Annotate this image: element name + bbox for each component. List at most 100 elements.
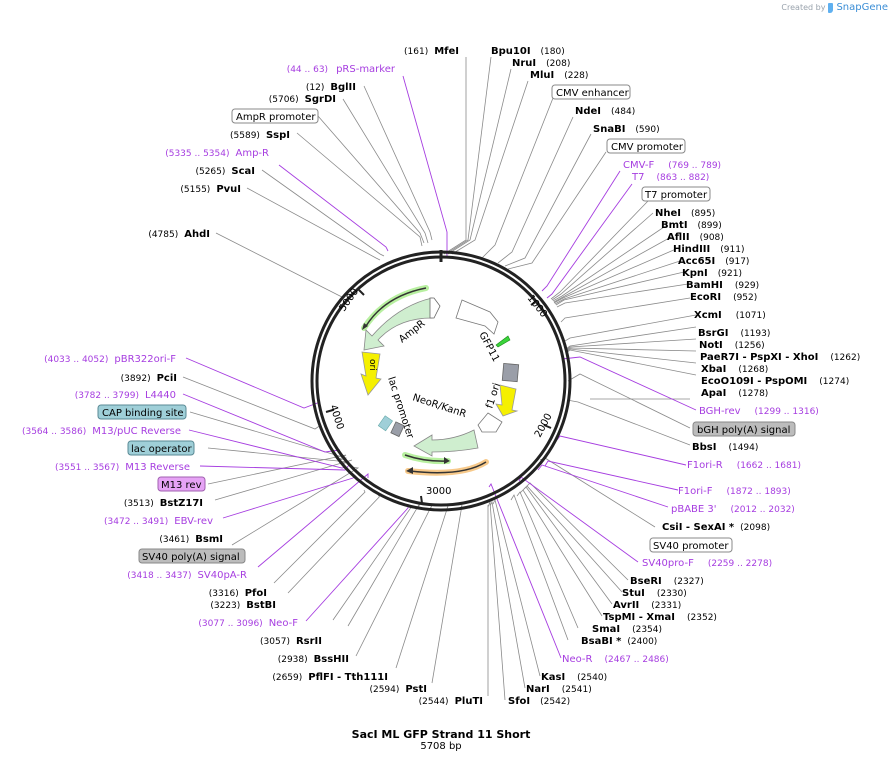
snapgene-credit: Created by SnapGene [781,2,888,13]
svg-text:MluI(228): MluI(228) [530,70,588,81]
svg-text:NheI(895): NheI(895) [655,208,715,219]
svg-text:HindIII(911): HindIII(911) [673,244,744,255]
feature-cmv-promoter: CMV promoter [606,138,686,154]
svg-text:(3057)RsrII: (3057)RsrII [260,636,322,647]
backbone-ring [310,250,572,512]
svg-text:(5335 .. 5354)Amp-R: (5335 .. 5354)Amp-R [165,148,269,159]
svg-text:NruI(208): NruI(208) [512,58,570,69]
svg-text:Bpu10I(180): Bpu10I(180) [491,46,565,57]
svg-text:SV40pro-F(2259 .. 2278): SV40pro-F(2259 .. 2278) [642,558,772,569]
enzyme-labels-left: (12)BglII (5706)SgrDI (5589)SspI (5265)S… [121,82,483,707]
svg-text:SfoI(2542): SfoI(2542) [508,696,570,707]
svg-text:BbsI(1494): BbsI(1494) [692,442,758,453]
svg-text:StuI(2330): StuI(2330) [622,588,687,599]
svg-text:(3513)BstZ17I: (3513)BstZ17I [124,498,203,509]
svg-text:BsrGI(1193): BsrGI(1193) [698,328,770,339]
svg-text:SmaI(2354): SmaI(2354) [592,624,662,635]
svg-text:T7(863 .. 882): T7(863 .. 882) [631,172,709,183]
tick-4000: 4000 [327,404,345,432]
feature-sv40-polya: SV40 poly(A) signal [138,548,246,564]
svg-text:AmpR promoter: AmpR promoter [236,112,316,123]
plasmid-length: 5708 bp [420,741,462,752]
svg-text:CAP binding site: CAP binding site [102,408,184,419]
feature-cmv-enhancer: CMV enhancer [551,84,631,100]
svg-text:NarI(2541): NarI(2541) [526,684,592,695]
snapgene-logo-icon [828,2,834,13]
svg-text:ApaI(1278): ApaI(1278) [701,388,768,399]
feature-bgh-polya: bGH poly(A) signal [692,421,796,437]
ampr-arrow [363,297,433,351]
svg-text:F1ori-F(1872 .. 1893): F1ori-F(1872 .. 1893) [678,486,791,497]
svg-text:(3892)PciI: (3892)PciI [121,373,177,384]
svg-text:(2659)PflFI - Tth111I: (2659)PflFI - Tth111I [272,672,388,683]
svg-text:EcoO109I - PspOMI(1274): EcoO109I - PspOMI(1274) [701,376,849,387]
svg-text:BseRI(2327): BseRI(2327) [630,576,704,587]
svg-text:(5706)SgrDI: (5706)SgrDI [269,94,336,105]
feature-cap-binding-site: CAP binding site [97,404,187,420]
svg-text:lac operator: lac operator [131,444,192,455]
svg-text:BsaBI *(2400): BsaBI *(2400) [581,636,657,647]
svg-text:(3316)PfoI: (3316)PfoI [209,588,267,599]
label-ori: ori [367,359,377,371]
svg-text:(12)BglII: (12)BglII [306,82,356,93]
svg-text:Acc65I(917): Acc65I(917) [678,256,749,267]
plasmid-name: SacI ML GFP Strand 11 Short [351,728,531,741]
svg-text:Neo-R(2467 .. 2486): Neo-R(2467 .. 2486) [562,654,669,665]
ori-arrow [360,351,382,396]
svg-text:(2544)PluTI: (2544)PluTI [419,696,483,707]
svg-text:XbaI(1268): XbaI(1268) [701,364,768,375]
svg-text:BmtI(899): BmtI(899) [661,220,722,231]
label-gfp11: GFP11 [476,330,501,364]
svg-text:SV40 poly(A) signal: SV40 poly(A) signal [142,552,240,563]
svg-text:F1ori-R(1662 .. 1681): F1ori-R(1662 .. 1681) [687,460,801,471]
svg-text:(3551 .. 3567)M13 Reverse: (3551 .. 3567)M13 Reverse [55,462,190,473]
svg-text:CMV-F(769 .. 789): CMV-F(769 .. 789) [623,160,721,171]
svg-text:SV40 promoter: SV40 promoter [653,541,729,552]
svg-text:(5589)SspI: (5589)SspI [230,130,290,141]
tick-3000: 3000 [426,486,451,497]
inner-features [360,285,520,476]
svg-text:BamHI(929): BamHI(929) [686,280,759,291]
svg-text:bGH poly(A) signal: bGH poly(A) signal [697,425,790,436]
svg-text:pBABE 3'(2012 .. 2032): pBABE 3'(2012 .. 2032) [671,504,795,515]
svg-text:(2938)BssHII: (2938)BssHII [278,654,349,665]
svg-text:(5265)ScaI: (5265)ScaI [195,166,255,177]
svg-text:(3418 .. 3437)SV40pA-R: (3418 .. 3437)SV40pA-R [127,570,247,581]
svg-text:(4033 .. 4052)pBR322ori-F: (4033 .. 4052)pBR322ori-F [44,354,176,365]
gfp11-arrow [495,335,511,348]
svg-text:(5155)PvuI: (5155)PvuI [180,184,241,195]
svg-text:PaeR7I - PspXI - XhoI(1262): PaeR7I - PspXI - XhoI(1262) [700,352,860,363]
neor-arrow [413,429,479,457]
svg-text:(3461)BsmI: (3461)BsmI [159,534,223,545]
svg-text:KpnI(921): KpnI(921) [682,268,742,279]
feature-m13-rev: M13 rev [157,476,206,492]
primer-labels-right: CMV-F(769 .. 789) T7(863 .. 882) BGH-rev… [562,160,819,665]
svg-text:M13 rev: M13 rev [161,480,202,491]
svg-text:AflII(908): AflII(908) [667,232,724,243]
enzyme-labels-right: (161)MfeI Bpu10I(180) NruI(208) MluI(228… [404,46,860,707]
label-neor: NeoR/KanR [411,392,468,420]
svg-text:BGH-rev(1299 .. 1316): BGH-rev(1299 .. 1316) [699,406,819,417]
svg-text:(161)MfeI: (161)MfeI [404,46,459,57]
boxed-feature-labels: CMV enhancer CMV promoter T7 promoter bG… [97,84,796,564]
svg-text:EcoRI(952): EcoRI(952) [690,292,757,303]
svg-text:CMV enhancer: CMV enhancer [556,88,630,99]
primer-labels-left: (44 .. 63)pRS-marker (5335 .. 5354)Amp-R… [22,64,396,629]
ring-tick-labels: 1000 2000 3000 4000 5000 [327,287,554,497]
svg-text:(44 .. 63)pRS-marker: (44 .. 63)pRS-marker [287,64,396,75]
svg-text:(2594)PstI: (2594)PstI [369,684,427,695]
svg-text:TspMI - XmaI(2352): TspMI - XmaI(2352) [603,612,717,623]
svg-text:(3782 .. 3799)L4440: (3782 .. 3799)L4440 [75,390,176,401]
credit-prefix: Created by [781,3,826,12]
svg-text:(3472 .. 3491)EBV-rev: (3472 .. 3491)EBV-rev [104,516,213,527]
credit-brand: SnapGene [836,2,888,13]
svg-text:SnaBI(590): SnaBI(590) [593,124,660,135]
f1-ori-arrow [495,384,519,417]
svg-text:AvrII(2331): AvrII(2331) [613,600,681,611]
svg-text:NotI(1256): NotI(1256) [699,340,765,351]
svg-text:XcmI(1071): XcmI(1071) [694,310,766,321]
svg-text:(4785)AhdI: (4785)AhdI [148,229,210,240]
feature-sv40-promoter: SV40 promoter [649,537,733,553]
svg-text:KasI(2540): KasI(2540) [541,672,607,683]
